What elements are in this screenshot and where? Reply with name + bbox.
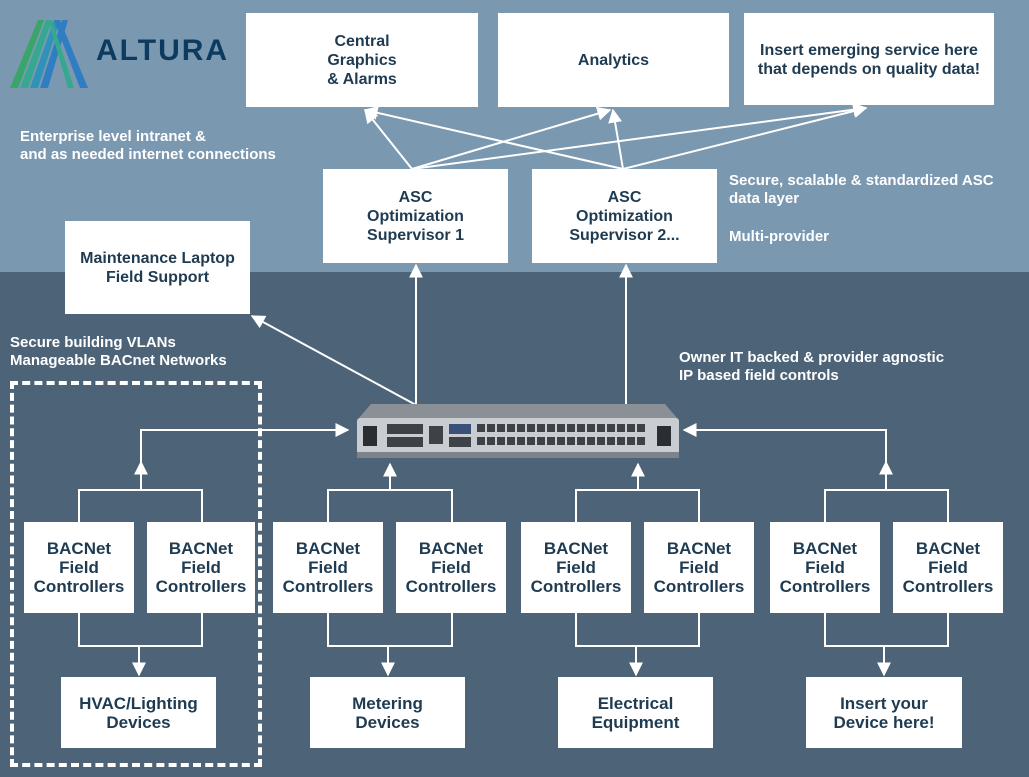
brand-name: ALTURA [96, 34, 230, 67]
altura-logo-icon [10, 20, 90, 95]
enterprise-note: Enterprise level intranet & and as neede… [20, 128, 276, 163]
emerging-service-box: Insert emerging service here that depend… [744, 13, 994, 105]
electrical-equipment-box: Electrical Equipment [558, 677, 713, 748]
insert-device-box: Insert your Device here! [806, 677, 962, 748]
hvac-lighting-devices-box: HVAC/Lighting Devices [61, 677, 216, 748]
controller-box-6: BACNet Field Controllers [644, 522, 754, 613]
secure-layer-note: Secure, scalable & standardized ASC data… [729, 172, 994, 207]
controller-box-2: BACNet Field Controllers [147, 522, 255, 613]
metering-devices-box: Metering Devices [310, 677, 465, 748]
analytics-box: Analytics [498, 13, 729, 107]
multi-provider-note: Multi-provider [729, 228, 829, 245]
controller-box-5: BACNet Field Controllers [521, 522, 631, 613]
maintenance-laptop-box: Maintenance Laptop Field Support [65, 221, 250, 314]
supervisor-1-box: ASC Optimization Supervisor 1 [323, 169, 508, 263]
controller-box-8: BACNet Field Controllers [893, 522, 1003, 613]
network-switch-icon [357, 404, 679, 469]
vlan-note: Secure building VLANs Manageable BACnet … [10, 334, 227, 369]
controller-box-4: BACNet Field Controllers [396, 522, 506, 613]
owner-it-note: Owner IT backed & provider agnostic IP b… [679, 349, 945, 384]
vlan-boundary [10, 381, 262, 767]
controller-box-1: BACNet Field Controllers [24, 522, 134, 613]
central-graphics-box: Central Graphics & Alarms [246, 13, 478, 107]
controller-box-7: BACNet Field Controllers [770, 522, 880, 613]
supervisor-2-box: ASC Optimization Supervisor 2... [532, 169, 717, 263]
controller-box-3: BACNet Field Controllers [273, 522, 383, 613]
